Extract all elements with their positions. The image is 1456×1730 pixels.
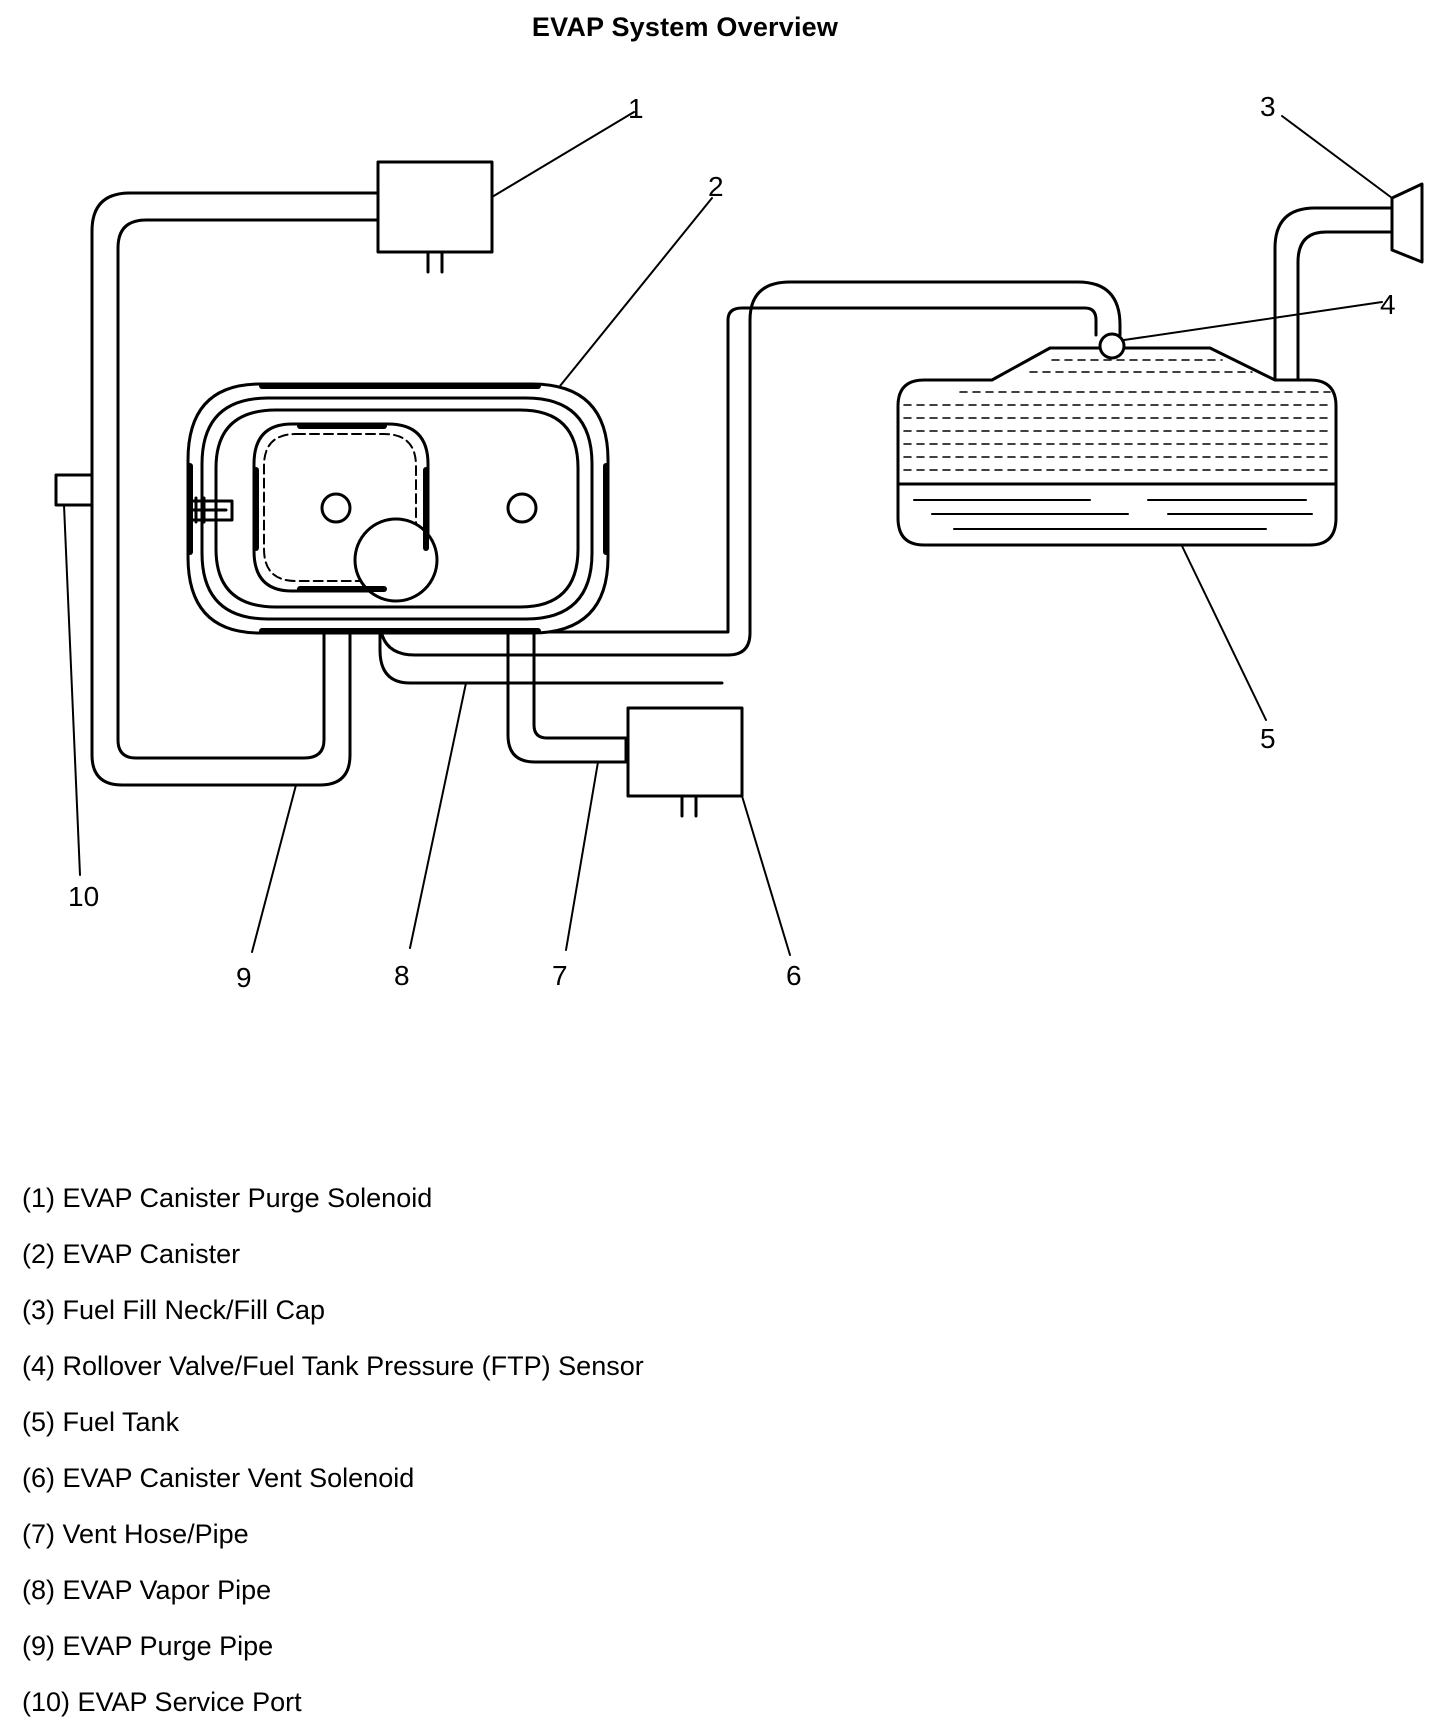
leader-lines: [63, 111, 1393, 956]
callout-7: 7: [552, 960, 568, 991]
vent-pipe: [506, 518, 628, 764]
legend-item: (5) Fuel Tank: [22, 1407, 180, 1437]
legend-item: (10) EVAP Service Port: [22, 1687, 302, 1717]
legend-item: (7) Vent Hose/Pipe: [22, 1519, 249, 1549]
legend-list: (1) EVAP Canister Purge Solenoid (2) EVA…: [22, 1170, 644, 1730]
purge-solenoid: [376, 160, 494, 274]
evap-system-diagram: 1 2 3 4 5 6 7 8 9 10: [54, 91, 1424, 993]
callout-2: 2: [708, 171, 724, 202]
legend-item: (9) EVAP Purge Pipe: [22, 1631, 274, 1661]
callout-10: 10: [68, 881, 99, 912]
callout-numbers: 1 2 3 4 5 6 7 8 9 10: [68, 91, 1396, 993]
callout-1: 1: [628, 93, 644, 124]
legend-item: (2) EVAP Canister: [22, 1239, 241, 1269]
legend-item: (3) Fuel Fill Neck/Fill Cap: [22, 1295, 326, 1325]
callout-9: 9: [236, 962, 252, 993]
callout-8: 8: [394, 960, 410, 991]
tank-vapor-dashes: [903, 359, 1331, 471]
legend-item: (8) EVAP Vapor Pipe: [22, 1575, 272, 1605]
evap-canister: [186, 382, 610, 635]
legend-item: (1) EVAP Canister Purge Solenoid: [22, 1183, 433, 1213]
callout-6: 6: [786, 960, 802, 991]
callout-5: 5: [1260, 723, 1276, 754]
legend-item: (6) EVAP Canister Vent Solenoid: [22, 1463, 415, 1493]
service-port: [54, 473, 94, 507]
legend-item: (4) Rollover Valve/Fuel Tank Pressure (F…: [22, 1351, 644, 1381]
vapor-pipe: [378, 280, 1122, 685]
callout-3: 3: [1260, 91, 1276, 122]
fill-neck: [1273, 206, 1394, 382]
rollover-valve: [1098, 332, 1126, 360]
fuel-tank: [896, 346, 1338, 547]
callout-4: 4: [1380, 289, 1396, 320]
diagram-title: EVAP System Overview: [531, 12, 839, 42]
vent-solenoid: [626, 706, 744, 818]
fill-cap: [1390, 182, 1424, 264]
purge-pipe: [90, 191, 380, 787]
canister-dark-bands: [187, 383, 609, 634]
